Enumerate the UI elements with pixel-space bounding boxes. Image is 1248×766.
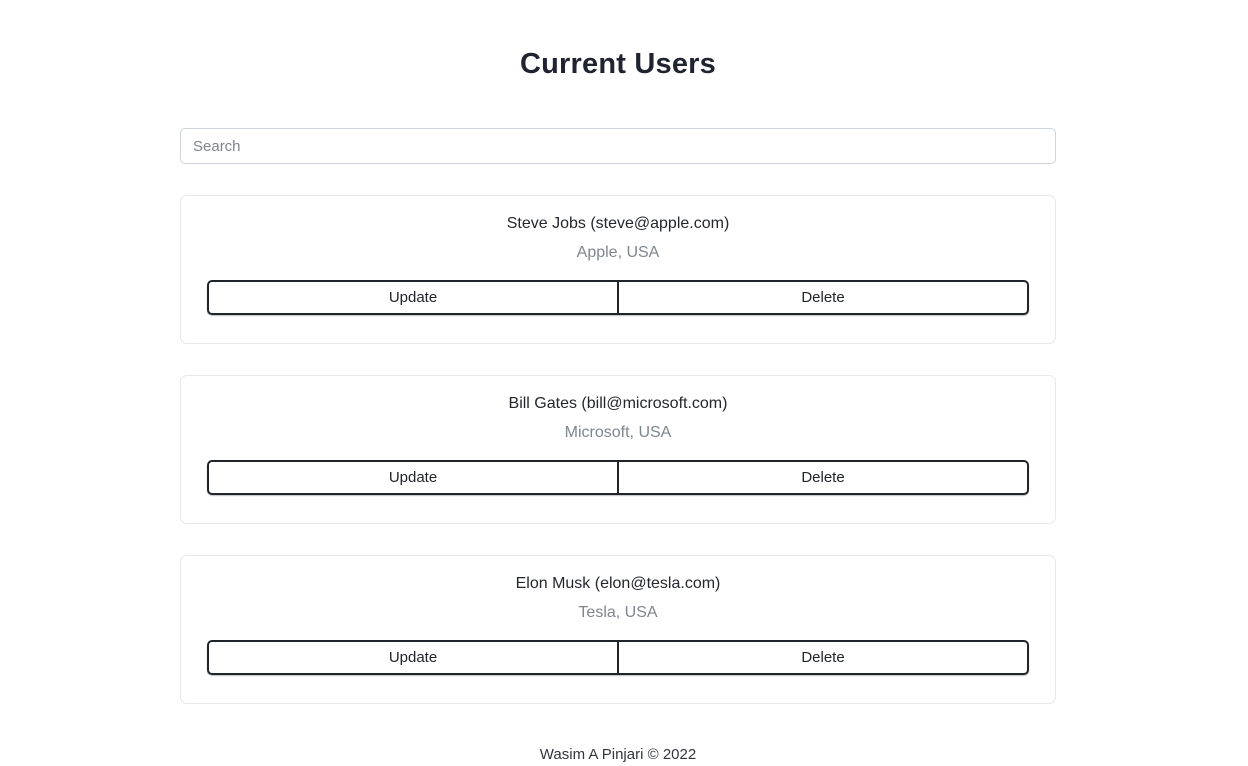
- user-card: Bill Gates (bill@microsoft.com) Microsof…: [180, 375, 1056, 524]
- user-company: Microsoft, USA: [564, 424, 672, 441]
- user-name-email: Steve Jobs (steve@apple.com): [506, 215, 730, 232]
- main-container: Current Users Steve Jobs (steve@apple.co…: [180, 0, 1056, 763]
- user-name-email: Elon Musk (elon@tesla.com): [515, 575, 721, 592]
- card-button-group: Update Delete: [207, 280, 1029, 315]
- update-button[interactable]: Update: [207, 280, 619, 315]
- update-button[interactable]: Update: [207, 460, 619, 495]
- card-button-group: Update Delete: [207, 460, 1029, 495]
- page-title: Current Users: [520, 48, 716, 80]
- user-company: Tesla, USA: [578, 604, 658, 621]
- delete-button[interactable]: Delete: [617, 460, 1029, 495]
- delete-button[interactable]: Delete: [617, 640, 1029, 675]
- user-card: Steve Jobs (steve@apple.com) Apple, USA …: [180, 195, 1056, 344]
- delete-button[interactable]: Delete: [617, 280, 1029, 315]
- user-company: Apple, USA: [576, 244, 660, 261]
- update-button[interactable]: Update: [207, 640, 619, 675]
- user-name-email: Bill Gates (bill@microsoft.com): [508, 395, 728, 412]
- card-button-group: Update Delete: [207, 640, 1029, 675]
- footer-credit: Wasim A Pinjari © 2022: [539, 746, 697, 763]
- search-input[interactable]: [180, 128, 1056, 164]
- user-card: Elon Musk (elon@tesla.com) Tesla, USA Up…: [180, 555, 1056, 704]
